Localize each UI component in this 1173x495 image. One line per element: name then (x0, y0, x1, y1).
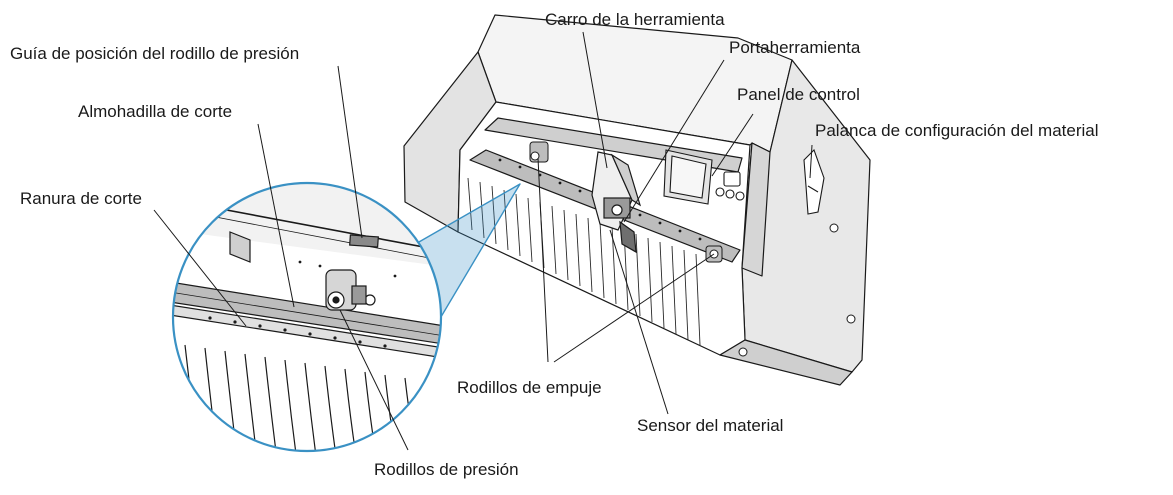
right-face-trim (741, 142, 771, 277)
magnifier-callout (171, 181, 521, 453)
label-cutting-groove: Ranura de corte (20, 189, 142, 208)
label-cutting-mat: Almohadilla de corte (78, 102, 233, 121)
bottom-foot (719, 339, 853, 386)
label-media-sensor: Sensor del material (637, 416, 784, 435)
media-set-lever (803, 148, 825, 215)
magnified-roller-guide (349, 234, 379, 248)
label-media-set-lever: Palanca de configuración del material (815, 121, 1099, 140)
leader-tool-carriage (582, 31, 608, 169)
label-push-rollers: Rodillos de presión (374, 460, 519, 479)
leader-roller-guide (337, 65, 363, 239)
panel-button-2 (725, 189, 735, 199)
label-control-panel: Panel de control (737, 85, 860, 104)
leader-cutting-mat (257, 123, 295, 308)
panel-dpad (723, 171, 741, 187)
label-tool-holder: Portaherramienta (729, 38, 861, 57)
leader-grit-rollers-right (553, 253, 715, 363)
control-panel (663, 149, 745, 205)
panel-button-1 (715, 187, 725, 197)
magnified-push-roller (325, 269, 376, 311)
leader-grit-rollers-left (537, 157, 549, 363)
tool-carriage (591, 151, 642, 254)
label-grit-rollers: Rodillos de empuje (457, 378, 602, 397)
push-roller-left (529, 141, 549, 163)
leader-media-lever (809, 144, 813, 179)
leader-media-sensor (609, 229, 669, 415)
leader-tool-holder (623, 59, 725, 223)
leader-lines (153, 31, 813, 451)
platen-ribs (467, 177, 701, 346)
label-push-roller-guide: Guía de posición del rodillo de presión (10, 44, 300, 63)
leader-control-panel (711, 113, 754, 177)
leader-cutting-groove (153, 209, 247, 327)
side-screws (738, 223, 856, 357)
leader-push-rollers (339, 309, 409, 451)
panel-button-3 (735, 191, 745, 201)
label-tool-carriage: Carro de la herramienta (545, 10, 725, 29)
